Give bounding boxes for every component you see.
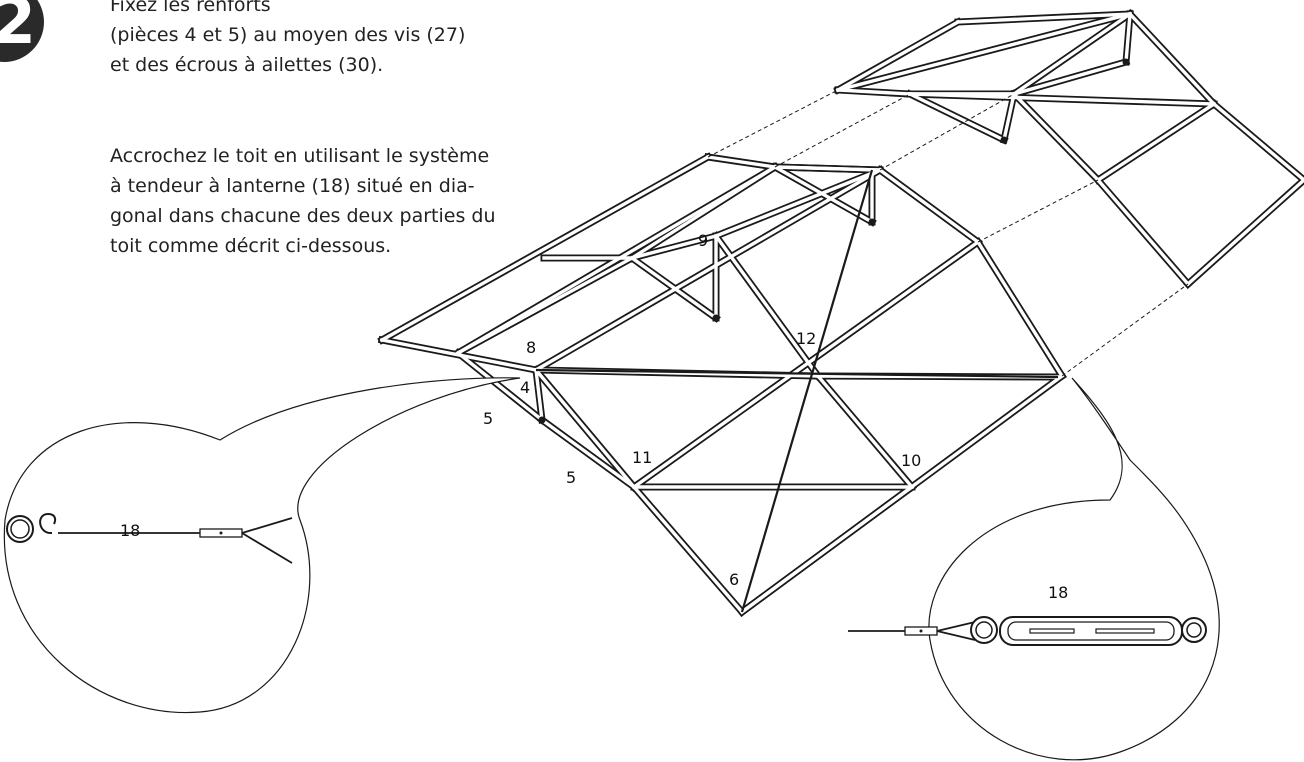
frame-tube [1211, 101, 1304, 183]
bolt-joint [712, 314, 720, 322]
frame-tube [629, 255, 719, 321]
frame-tube [455, 164, 778, 356]
frame-tube [1001, 91, 1017, 143]
left-detail-bubble: 18 [3, 377, 521, 714]
frame-tube [534, 368, 544, 422]
frame-tube [773, 165, 882, 172]
frame-tube [379, 154, 711, 343]
bolt-joint [538, 416, 546, 424]
frame-tube [455, 255, 635, 356]
instruction-paragraph-reinforcements: Fixez les renforts (pièces 4 et 5) au mo… [110, 0, 466, 76]
frame-tube [956, 12, 1132, 24]
step-number-badge: 2 [0, 0, 44, 62]
part-label-10: 10 [901, 451, 921, 470]
frame-tube [1011, 59, 1129, 97]
frame-tube [713, 167, 883, 239]
right-detail-bubble: 18 [848, 377, 1220, 761]
frame-tube [835, 19, 961, 93]
frame-tube [539, 417, 637, 490]
frame-tubes-inner [379, 11, 1304, 615]
frame-tube [1095, 101, 1217, 183]
frame-tube [1124, 12, 1132, 64]
frame-tube [908, 92, 1216, 106]
alignment-dashed-lines [707, 89, 1189, 377]
part-label-5-lower: 5 [566, 468, 576, 487]
frame-joints [538, 58, 1130, 424]
part-label-11: 11 [632, 448, 652, 467]
bolt-joint [1122, 58, 1130, 66]
part-label-5-upper: 5 [483, 409, 493, 428]
frame-tube [1011, 11, 1133, 97]
right-detail-label: 18 [1048, 583, 1068, 602]
frame-tube [713, 233, 821, 379]
part-label-4: 4 [520, 378, 530, 397]
part-label-12: 12 [796, 329, 816, 348]
tension-cables [535, 169, 1059, 613]
frame-tube [629, 233, 719, 261]
bolt-joint [1000, 136, 1008, 144]
frame-tube [877, 167, 981, 245]
part-label-9: 9 [698, 231, 708, 250]
frame-tube [815, 373, 915, 490]
frame-tube [629, 164, 778, 261]
frame-tube [1095, 177, 1191, 287]
frame-tube [1127, 11, 1217, 107]
frame-tube [631, 484, 745, 615]
frame-tube [772, 164, 875, 225]
frame-tube [533, 167, 883, 373]
part-label-8: 8 [526, 338, 536, 357]
frame-tube [1011, 91, 1101, 183]
frame-tube [975, 239, 1065, 379]
left-detail-label: 18 [120, 521, 140, 540]
frame-tube [1185, 177, 1304, 287]
frame-tube [533, 367, 637, 490]
frame-tube [631, 239, 981, 490]
frame-tube [907, 91, 1007, 143]
frame-tube [836, 88, 912, 96]
right-turnbuckle [848, 616, 1207, 646]
frame-tube [739, 484, 915, 615]
frame-tube [706, 155, 777, 169]
bolt-joint [868, 218, 876, 226]
frame-tube [835, 11, 1133, 93]
part-label-6: 6 [729, 570, 739, 589]
frame-tube [455, 350, 545, 423]
instruction-paragraph-roof-tension: Accrochez le toit en utilisant le systèm… [110, 145, 496, 257]
left-turnbuckle-hook [6, 512, 293, 564]
